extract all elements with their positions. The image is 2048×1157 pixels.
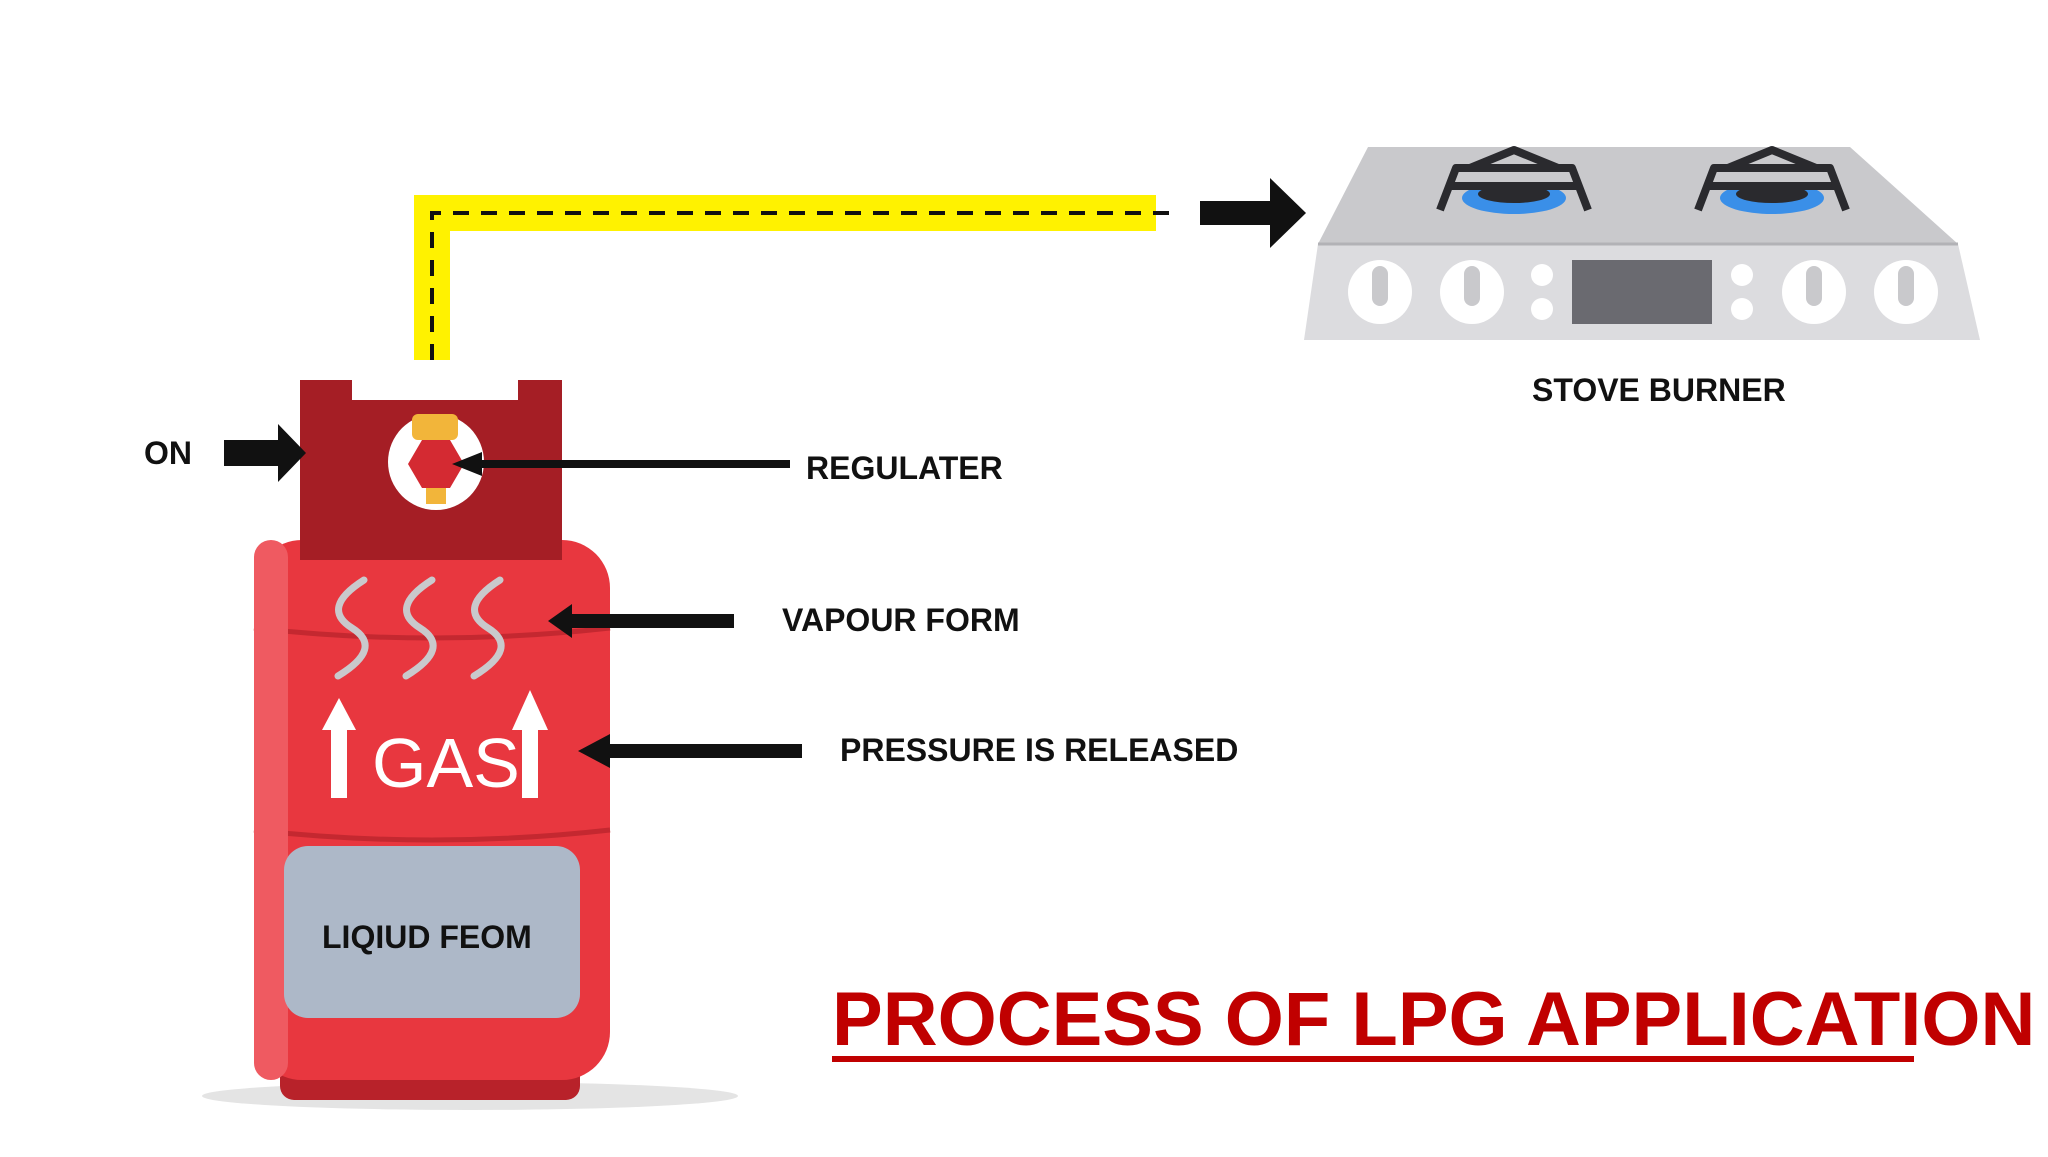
arrow-up-icon — [322, 690, 548, 798]
gas-pipe — [414, 195, 1180, 360]
arrow-left-icon — [452, 452, 802, 768]
title-underline — [832, 1056, 1914, 1062]
vapour-form-label: VAPOUR FORM — [782, 602, 1020, 638]
pressure-released-label: PRESSURE IS RELEASED — [840, 732, 1239, 768]
gas-text: GAS — [372, 724, 520, 802]
page-title: PROCESS OF LPG APPLICATION — [832, 977, 2036, 1062]
liquid-form-label: LIQIUD FEOM — [322, 919, 532, 955]
arrow-right-icon — [224, 424, 306, 482]
gas-stove-icon — [1304, 146, 1980, 340]
stove-burner-label: STOVE BURNER — [1532, 372, 1786, 408]
gas-cylinder-icon — [202, 380, 738, 1110]
on-label: ON — [144, 435, 192, 471]
regulator-label: REGULATER — [806, 450, 1003, 486]
arrow-right-icon — [1200, 178, 1306, 248]
